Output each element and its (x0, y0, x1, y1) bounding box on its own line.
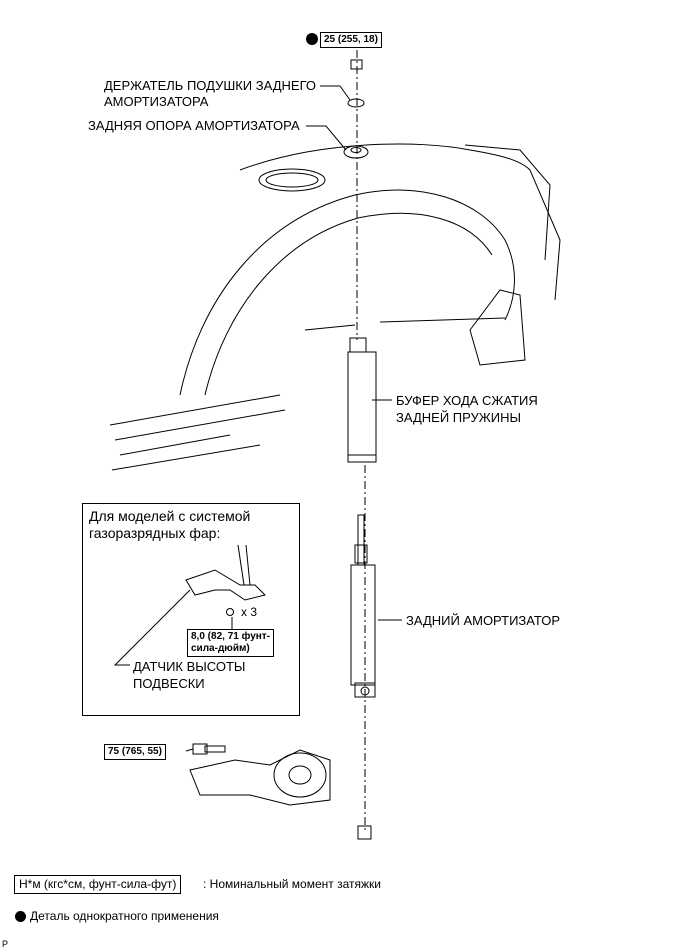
mud-guard (469, 289, 526, 366)
cushion-retainer-label-1: ДЕРЖАТЕЛЬ ПОДУШКИ ЗАДНЕГО (104, 78, 317, 93)
lower-nut (357, 825, 372, 840)
shock-rod (357, 514, 365, 566)
rear-corner (464, 144, 551, 261)
sensor-torque-line-1: 8,0 (82, 71 фунт- (191, 631, 271, 642)
sensor-label-1: ДАТЧИК ВЫСОТЫ (133, 659, 246, 674)
bolt-count: x 3 (241, 605, 258, 619)
inset-title-line-2: газоразрядных фар: (89, 525, 221, 541)
shock-eye (354, 682, 376, 698)
bump-stopper-body (347, 351, 377, 463)
bump-stopper-top (349, 337, 367, 353)
absorber-label: ЗАДНИЙ АМОРТИЗАТОР (406, 613, 561, 628)
bumper-label-1: БУФЕР ХОДА СЖАТИЯ (396, 393, 538, 408)
height-sensor (185, 569, 266, 601)
single-use-legend: Деталь однократного применения (30, 909, 219, 923)
top-nut (350, 59, 363, 70)
corner-code: P (2, 939, 9, 949)
single-use-mark (306, 33, 318, 45)
lower-bolt-torque: 75 (765, 55) (104, 744, 166, 760)
hid-models-inset: Для моделей с системой газоразрядных фар… (82, 503, 300, 716)
torque-unit-box: Н*м (кгс*см, фунт-сила-фут) (14, 875, 182, 894)
sensor-torque: 8,0 (82, 71 фунт- сила-дюйм) (187, 629, 275, 657)
quarter-panel (239, 143, 561, 301)
rocker-panel (109, 394, 286, 471)
support-label: ЗАДНЯЯ ОПОРА АМОРТИЗАТОРА (88, 118, 300, 133)
torque-unit-text: : Номинальный момент затяжки (203, 877, 381, 891)
single-use-legend-icon (15, 911, 26, 922)
center-line (356, 50, 366, 830)
lower-arm (189, 749, 331, 806)
sensor-torque-line-2: сила-дюйм) (191, 643, 250, 654)
shock-body (350, 564, 376, 686)
sensor-label-2: ПОДВЕСКИ (133, 676, 205, 691)
inset-title: Для моделей с системой газоразрядных фар… (89, 508, 250, 542)
wheel-arch-inner (204, 212, 493, 396)
shock-support (343, 145, 369, 159)
inset-title-line-1: Для моделей с системой (89, 508, 251, 524)
top-nut-torque: 25 (255, 18) (320, 32, 382, 48)
bumper-label-2: ЗАДНЕЙ ПРУЖИНЫ (396, 410, 522, 425)
axle-hub (273, 752, 327, 798)
cushion-retainer (347, 98, 365, 108)
cushion-retainer-label-2: АМОРТИЗАТОРА (104, 94, 209, 109)
wheel-arch (179, 189, 515, 396)
fuel-door (258, 168, 326, 192)
